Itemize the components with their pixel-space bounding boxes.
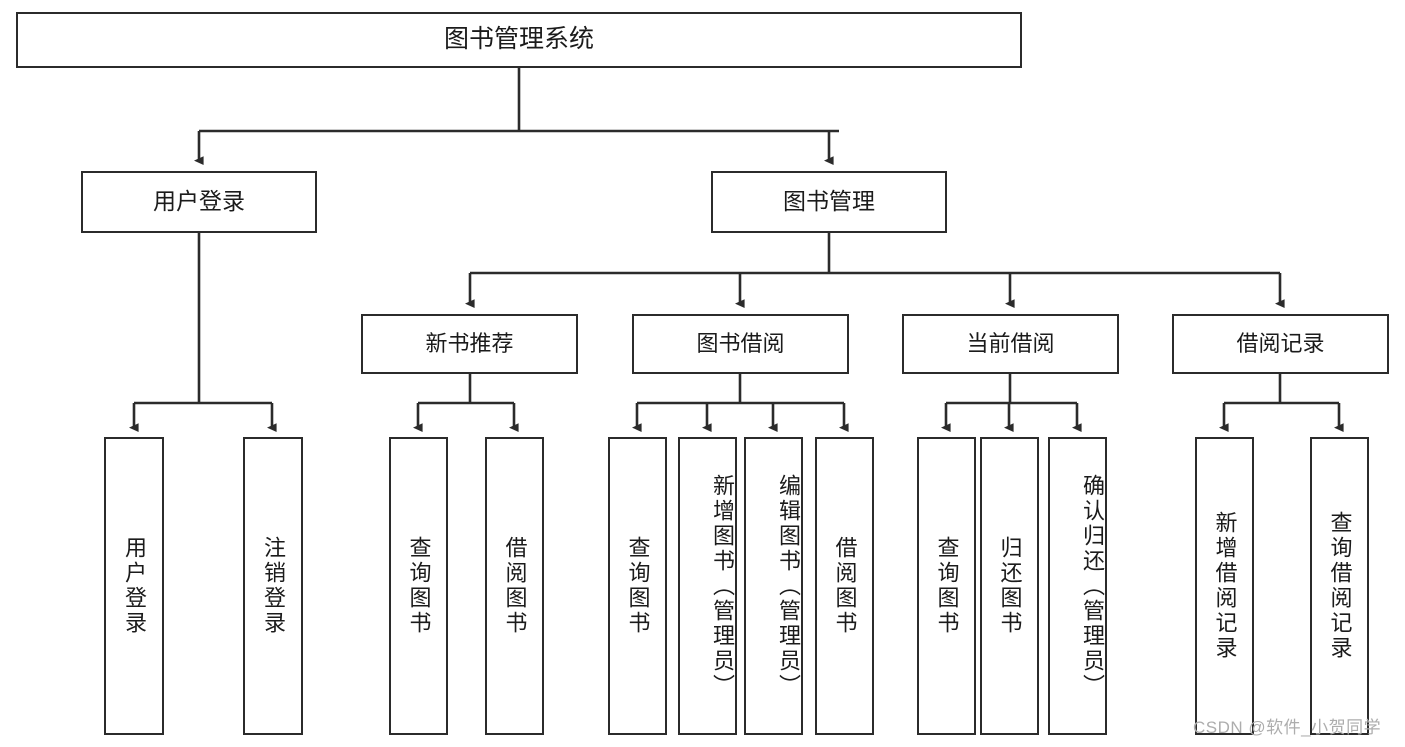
node-level2-1[interactable]: 图书借阅 <box>632 314 849 374</box>
node-leaf-2[interactable]: 查询图书 <box>389 437 448 735</box>
node-leaf-0[interactable]: 用户登录 <box>104 437 164 735</box>
node-level2-2[interactable]: 当前借阅 <box>902 314 1119 374</box>
node-leaf-3[interactable]: 借阅图书 <box>485 437 544 735</box>
node-level1-1[interactable]: 图书管理 <box>711 171 947 233</box>
node-leaf-6[interactable]: 编辑图书（管理员） <box>744 437 803 735</box>
node-leaf-12[interactable]: 查询借阅记录 <box>1310 437 1369 735</box>
node-leaf-8[interactable]: 查询图书 <box>917 437 976 735</box>
node-leaf-11[interactable]: 新增借阅记录 <box>1195 437 1254 735</box>
csdn-watermark: CSDN @软件_小贺同学 <box>1193 718 1382 737</box>
node-level2-3[interactable]: 借阅记录 <box>1172 314 1389 374</box>
node-leaf-7[interactable]: 借阅图书 <box>815 437 874 735</box>
node-leaf-10[interactable]: 确认归还（管理员） <box>1048 437 1107 735</box>
node-leaf-1[interactable]: 注销登录 <box>243 437 303 735</box>
node-leaf-9[interactable]: 归还图书 <box>980 437 1039 735</box>
node-level2-0[interactable]: 新书推荐 <box>361 314 578 374</box>
node-leaf-5[interactable]: 新增图书（管理员） <box>678 437 737 735</box>
node-level1-0[interactable]: 用户登录 <box>81 171 317 233</box>
node-root[interactable]: 图书管理系统 <box>16 12 1022 68</box>
node-leaf-4[interactable]: 查询图书 <box>608 437 667 735</box>
